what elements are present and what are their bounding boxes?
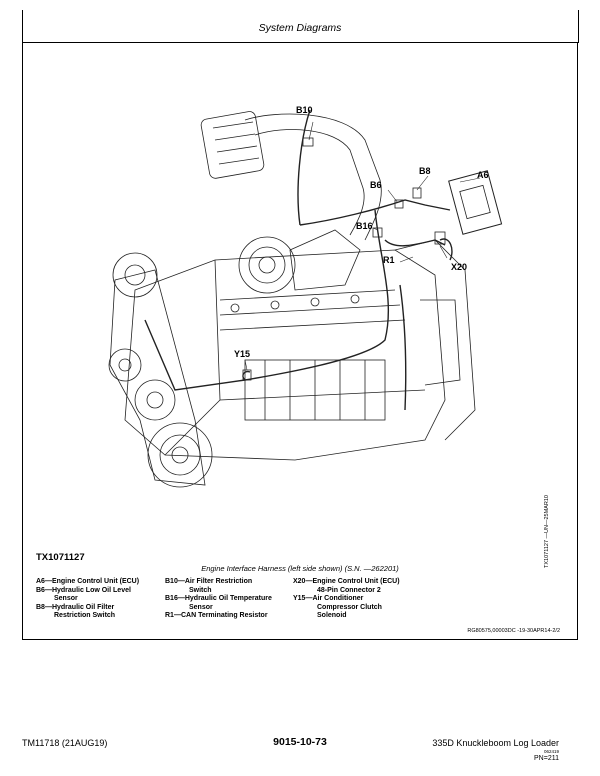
footer-manual-id: TM11718 (21AUG19) (22, 738, 108, 748)
callout-r1: R1 (383, 255, 395, 265)
callout-b10: B10 (296, 105, 313, 115)
callout-y15: Y15 (234, 349, 251, 359)
legend-item-b10-cont: Switch (189, 586, 212, 594)
callout-a6: A6 (477, 170, 489, 180)
legend-column-1: A6—Engine Control Unit (ECU) B6—Hydrauli… (36, 578, 139, 621)
figure-caption: Engine Interface Harness (left side show… (201, 564, 399, 573)
figure-frame (22, 42, 578, 640)
legend-item-b6: B6—Hydraulic Low Oil Level (36, 586, 131, 594)
header-rule (22, 42, 579, 43)
legend-item-b8: B8—Hydraulic Oil Filter (36, 603, 115, 611)
engine-harness-illustration (108, 109, 503, 488)
section-title: System Diagrams (258, 22, 342, 34)
callout-b8: B8 (419, 166, 431, 176)
legend-item-b16-cont: Sensor (189, 603, 213, 611)
footer-product: 335D Knuckleboom Log Loader (432, 738, 559, 748)
footer-page-number: 9015-10-73 (273, 736, 327, 748)
legend-item-b16: B16—Hydraulic Oil Temperature (165, 595, 272, 602)
legend-item-a6: A6—Engine Control Unit (ECU) (36, 578, 140, 585)
footer-small-code: 062419 (543, 749, 559, 754)
callout-b6: B6 (370, 180, 382, 190)
callout-x20: X20 (451, 262, 468, 272)
reference-code: RG80575,00003DC -19-30APR14-2/2 (467, 628, 560, 634)
legend-column-2: B10—Air Filter Restriction Switch B16—Hy… (165, 578, 272, 621)
header-left-rule (22, 10, 23, 43)
footer-pn: PN=211 (534, 755, 559, 762)
figure-side-code: TX1071127 —UN—25MAR10 (544, 495, 550, 568)
legend-item-y15-cont-2: Solenoid (317, 612, 347, 619)
legend-item-b8-cont: Restriction Switch (54, 612, 116, 619)
legend-item-y15: Y15—Air Conditioner (293, 595, 364, 602)
legend-item-x20: X20—Engine Control Unit (ECU) (293, 578, 400, 585)
callout-b16: B16 (356, 221, 373, 231)
legend-item-x20-cont: 48-Pin Connector 2 (317, 586, 381, 594)
legend-item-r1: R1—CAN Terminating Resistor (165, 612, 268, 619)
header-right-rule (578, 10, 579, 43)
legend-item-b6-cont: Sensor (54, 595, 78, 602)
figure-id: TX1071127 (36, 552, 85, 563)
legend-item-y15-cont-1: Compressor Clutch (317, 603, 382, 611)
legend-column-3: X20—Engine Control Unit (ECU) 48-Pin Con… (293, 578, 400, 621)
legend-item-b10: B10—Air Filter Restriction (165, 578, 253, 585)
